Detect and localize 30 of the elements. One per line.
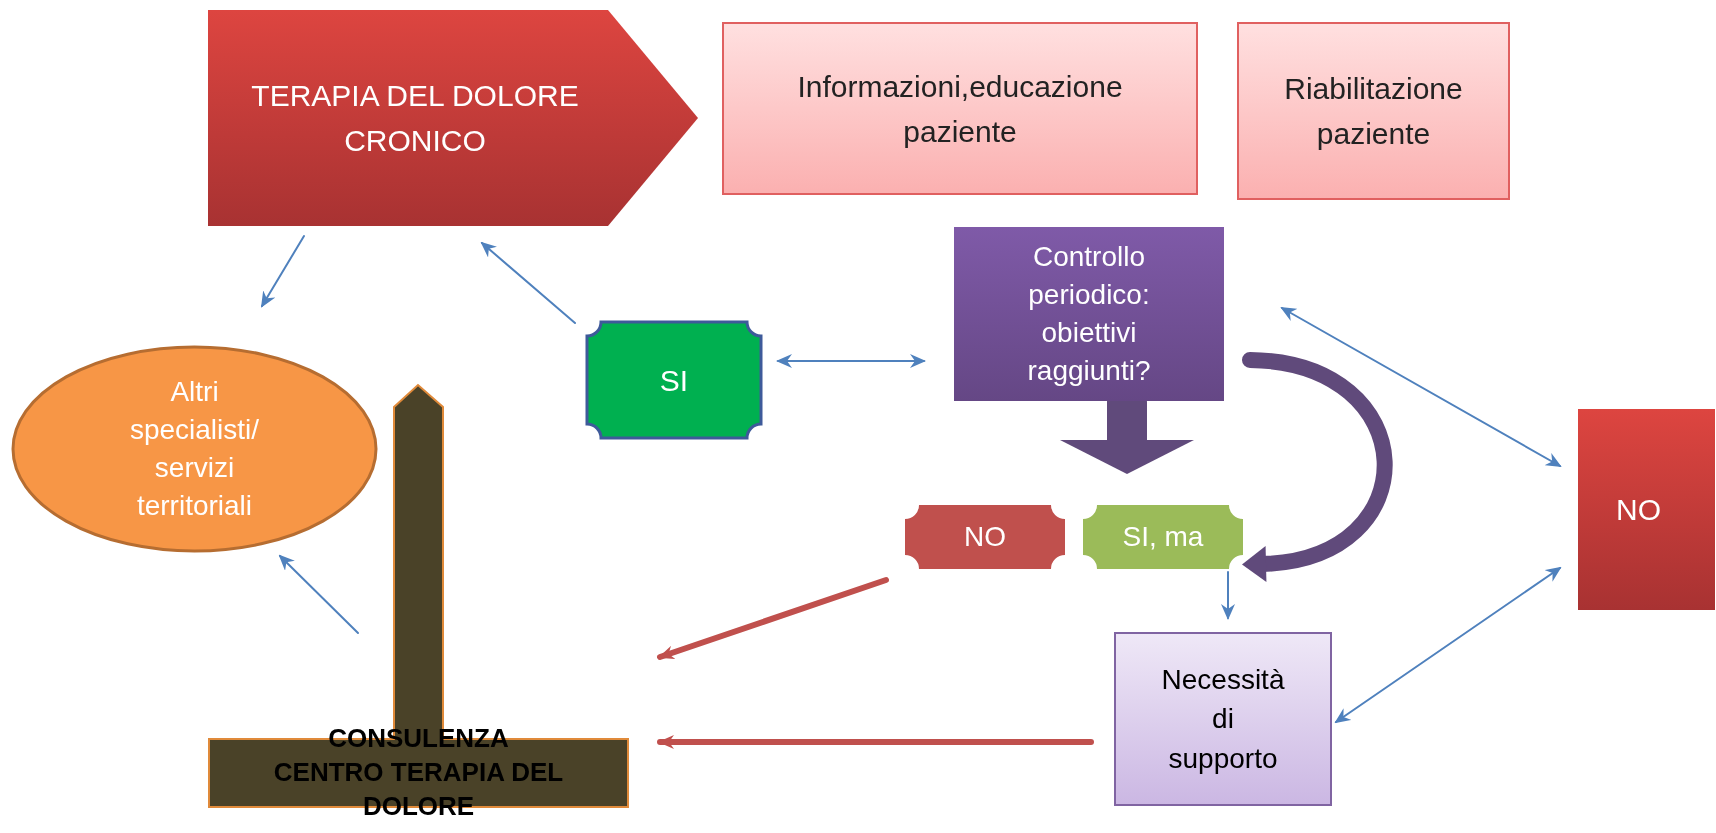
process-box	[1237, 22, 1510, 200]
plaque-node	[585, 320, 763, 440]
node-label: NO	[1616, 492, 1661, 528]
arrow	[1280, 307, 1562, 467]
node-label: Necessità di supporto	[1160, 663, 1286, 776]
arrow	[1334, 566, 1562, 724]
process-box	[722, 22, 1198, 195]
process-box	[1577, 408, 1716, 611]
arrow	[260, 235, 305, 308]
arrow-pentagon-box	[208, 10, 698, 226]
arrow	[1221, 571, 1235, 620]
node-label: TERAPIA DEL DOLORE CRONICO	[250, 78, 580, 159]
arrow	[657, 735, 1094, 749]
node-label: SI, ma	[1122, 520, 1204, 554]
arrow	[776, 354, 926, 368]
node-label: SI	[659, 362, 689, 399]
process-box	[1114, 632, 1332, 806]
node-label: Informazioni,educazione paziente	[796, 68, 1124, 150]
block-arrow	[1242, 352, 1393, 582]
plaque-node	[903, 503, 1067, 571]
arrow	[278, 554, 359, 634]
node-label: Altri specialisti/ servizi territoriali	[128, 375, 261, 523]
ellipse-node	[11, 345, 378, 553]
decision-box	[953, 226, 1225, 402]
node-label: Controllo periodico: obiettivi raggiunti?	[1026, 240, 1152, 388]
plaque-node	[1081, 503, 1245, 571]
arrow	[480, 241, 576, 324]
node-label: NO	[964, 520, 1006, 554]
arrow	[657, 577, 889, 660]
node-label: Riabilitazione paziente	[1283, 71, 1464, 152]
